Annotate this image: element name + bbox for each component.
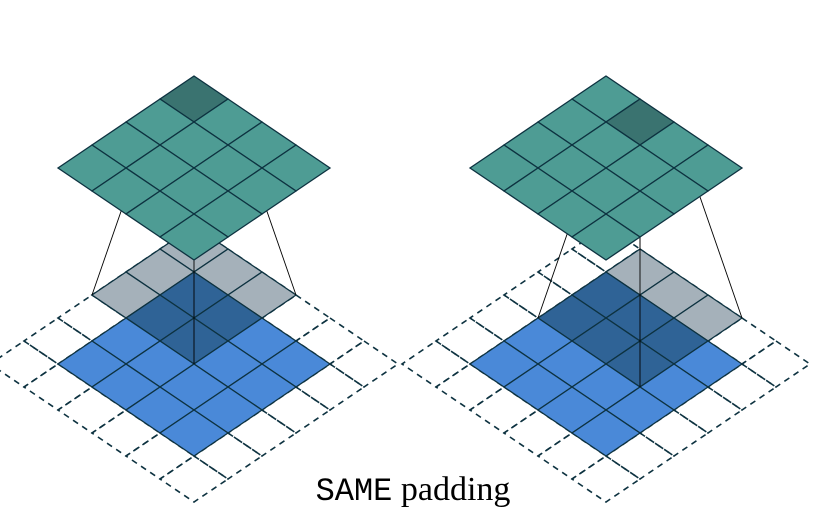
figure-caption: SAME padding bbox=[0, 466, 826, 516]
caption-text: padding bbox=[400, 471, 511, 508]
input-grid bbox=[468, 248, 744, 457]
padding-cell bbox=[328, 340, 400, 388]
input-cell bbox=[570, 409, 642, 457]
padding-cell bbox=[400, 340, 472, 388]
padding-cell bbox=[570, 455, 642, 503]
padding-cell bbox=[158, 455, 230, 503]
padding-cell bbox=[740, 340, 812, 388]
input-cell bbox=[158, 409, 230, 457]
padding-cell bbox=[0, 340, 60, 388]
output-cell bbox=[158, 213, 230, 261]
output-grid bbox=[468, 75, 744, 261]
output-grid bbox=[56, 75, 332, 261]
caption-code-text: SAME bbox=[315, 473, 393, 510]
right-panel bbox=[400, 75, 812, 503]
left-panel bbox=[0, 75, 400, 503]
output-cell bbox=[570, 213, 642, 261]
